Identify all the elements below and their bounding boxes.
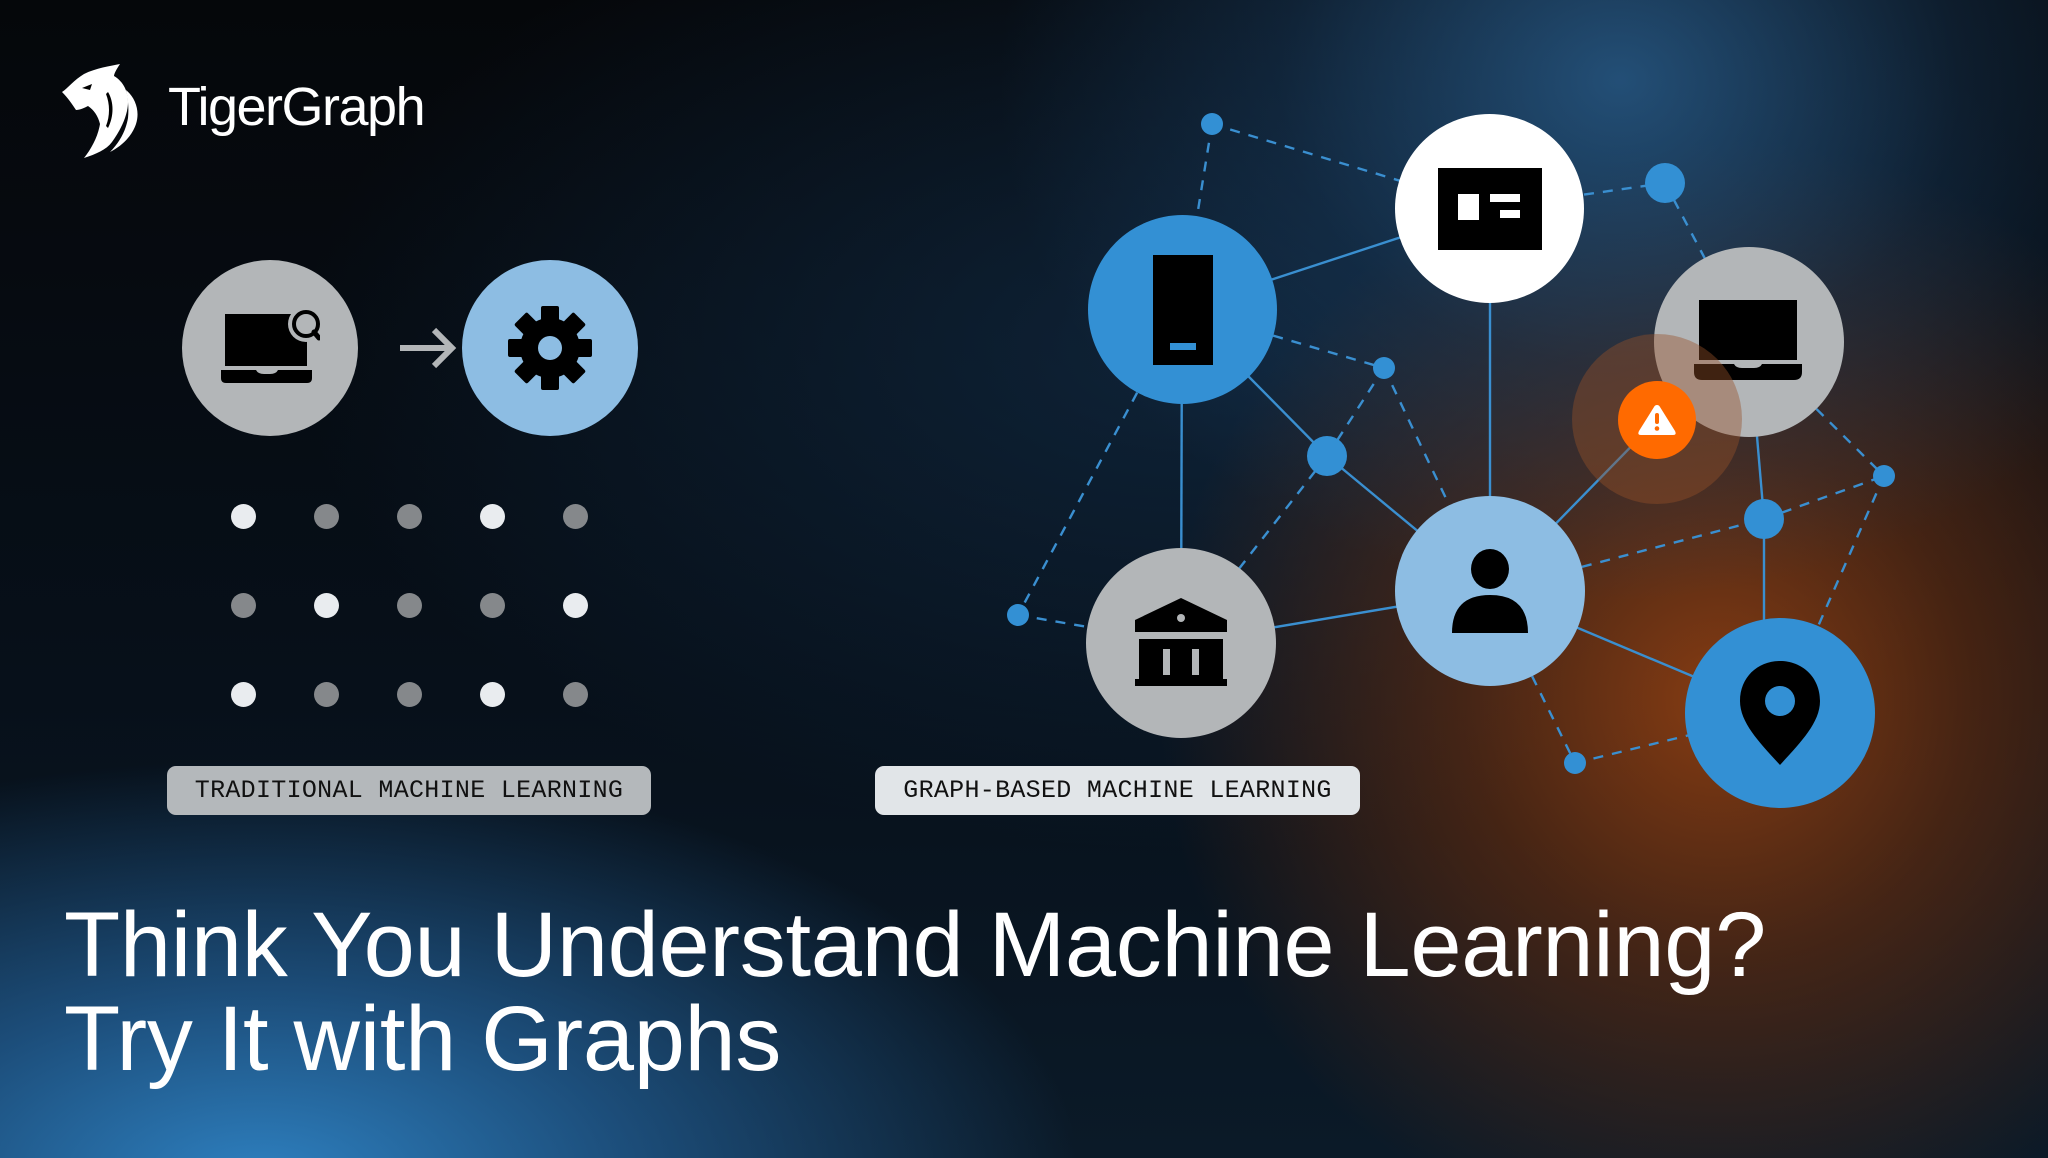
phone-node [1088, 215, 1277, 404]
graph-ml-label: GRAPH-BASED MACHINE LEARNING [875, 766, 1360, 815]
data-point [397, 593, 422, 618]
arrow-right-icon [400, 327, 457, 369]
traditional-source-node [182, 260, 358, 436]
connector-dot [1873, 465, 1895, 487]
connector-dot [1645, 163, 1685, 203]
gear-icon [508, 306, 592, 390]
person-node [1395, 496, 1585, 686]
data-point [480, 504, 505, 529]
traditional-target-node [462, 260, 638, 436]
alert-node [1618, 381, 1696, 459]
laptop-icon [1694, 300, 1802, 380]
connector-dot [1564, 752, 1586, 774]
phone-icon [1152, 254, 1213, 365]
tiger-head-icon [62, 64, 138, 158]
location-node [1685, 618, 1875, 808]
data-point [231, 504, 256, 529]
connector-dot [1307, 436, 1347, 476]
data-point [563, 504, 588, 529]
connector-dot [1007, 604, 1029, 626]
connector-dot [1744, 499, 1784, 539]
connector-dot [1373, 357, 1395, 379]
bank-node [1086, 548, 1276, 738]
warning-icon [1638, 405, 1676, 435]
bank-icon [1135, 598, 1227, 686]
headline: Think You Understand Machine Learning? T… [64, 898, 1766, 1086]
data-point [231, 593, 256, 618]
laptop-search-icon [221, 308, 320, 383]
id-card-node [1395, 114, 1584, 303]
data-point [397, 504, 422, 529]
data-point [563, 593, 588, 618]
data-point [563, 682, 588, 707]
data-point [397, 682, 422, 707]
data-point [231, 682, 256, 707]
id-card-icon [1437, 167, 1542, 250]
person-icon [1452, 549, 1528, 633]
data-point [480, 593, 505, 618]
connector-dot [1201, 113, 1223, 135]
headline-line-2: Try It with Graphs [64, 988, 782, 1090]
brand-name: TigerGraph [168, 77, 426, 137]
traditional-ml-label: TRADITIONAL MACHINE LEARNING [167, 766, 651, 815]
data-point [480, 682, 505, 707]
brand-logo[interactable]: TigerGraph [62, 62, 426, 158]
data-point [314, 682, 339, 707]
data-point [314, 593, 339, 618]
data-point [314, 504, 339, 529]
location-pin-icon [1740, 661, 1820, 765]
headline-line-1: Think You Understand Machine Learning? [64, 894, 1767, 996]
